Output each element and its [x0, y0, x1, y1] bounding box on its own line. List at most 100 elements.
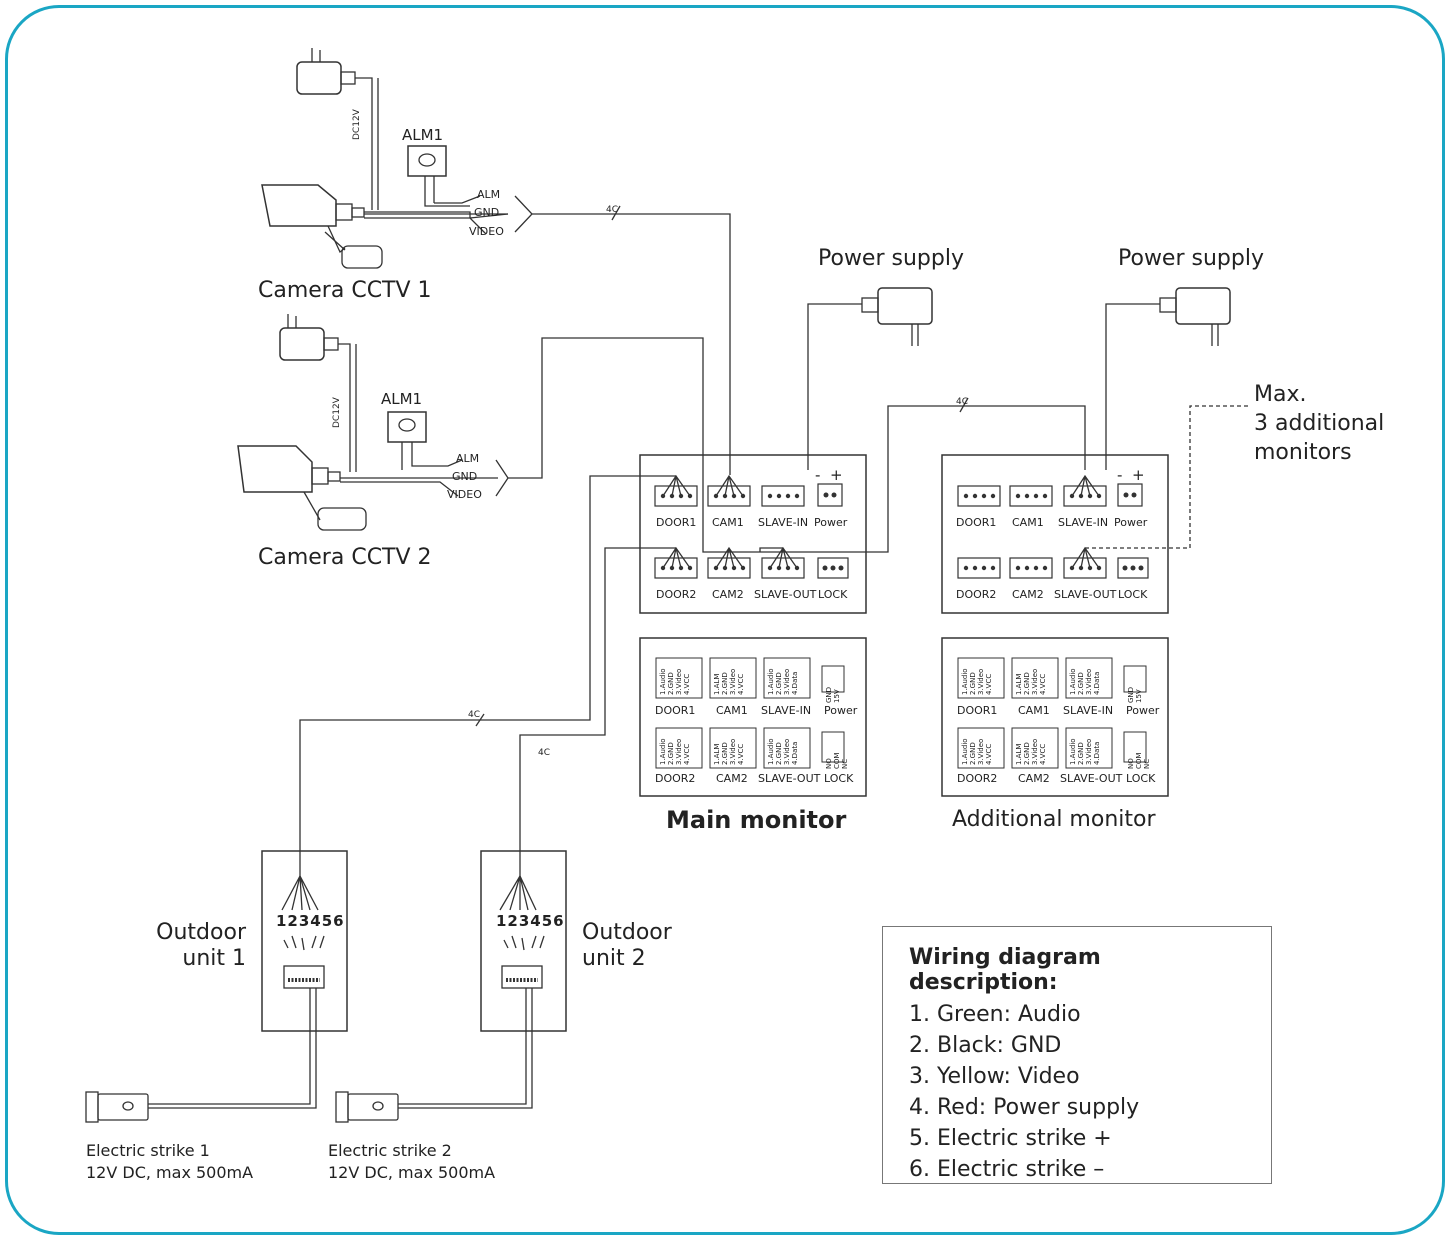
wire-gnd-label: GND: [452, 470, 478, 483]
pinout-pin-text: 1.Audio: [659, 668, 667, 695]
port-label-slave-out: SLAVE-OUT: [1054, 588, 1117, 601]
strike-2-label: Electric strike 2 12V DC, max 500mA: [328, 1140, 495, 1184]
cable-label: 4C: [468, 710, 481, 720]
main-monitor-pinout: [639, 637, 867, 797]
pinout-label: SLAVE-OUT: [758, 772, 821, 785]
pinout-pin-text: 1.Audio: [1069, 738, 1077, 765]
pinout-pin-text: 1.Audio: [961, 668, 969, 695]
pinout-label: Power: [1126, 704, 1160, 717]
cable-label: 4C: [538, 748, 551, 758]
port-label-lock: LOCK: [1118, 588, 1148, 601]
pinout-label: Power: [824, 704, 858, 717]
pinout-pin-text: 3.Video: [977, 738, 985, 765]
pinout-pin-text: 2.GND: [775, 742, 783, 765]
wiring-legend: Wiring diagram description: 1. Green: Au…: [882, 926, 1272, 1184]
wire-alm-label: ALM: [477, 188, 501, 201]
cam2-dc-label: DC12V: [332, 397, 342, 428]
port-label-door2: DOOR2: [956, 588, 997, 601]
pinout-pin-text: 2.GND: [721, 672, 729, 695]
wire-alm-label: ALM: [456, 452, 480, 465]
outdoor-label-line: Outdoor: [582, 920, 672, 945]
pinout-pin-text: 4.VCC: [683, 743, 691, 765]
alarm-2-label: ALM1: [381, 390, 423, 408]
pinout-pin-text: 4.VCC: [683, 673, 691, 695]
outdoor-unit-2-body: [480, 850, 567, 1032]
pinout-pin-text: 3.Video: [675, 738, 683, 765]
outdoor-unit-1-body: [261, 850, 348, 1032]
pinout-pin-text: 3.Video: [729, 738, 737, 765]
outdoor-label-line: unit 2: [582, 946, 646, 971]
pinout-pin-text: 3.Video: [729, 668, 737, 695]
pinout-label: SLAVE-OUT: [1060, 772, 1123, 785]
strike-spec: 12V DC, max 500mA: [328, 1163, 496, 1182]
pinout-pin-text: 4.Data: [791, 741, 799, 765]
power-adapter-additional-icon: [1105, 287, 1231, 470]
pinout-pin-text: 4.VCC: [1039, 743, 1047, 765]
pinout-pin-text: 2.GND: [1023, 672, 1031, 695]
camera-1-label: Camera CCTV 1: [258, 278, 432, 303]
pinout-pin-text: 15V: [833, 689, 841, 703]
port-label-cam2: CAM2: [712, 588, 744, 601]
cam1-dc-label: DC12V: [352, 109, 362, 140]
polarity-minus: -: [815, 466, 821, 484]
port-label-cam1: CAM1: [1012, 516, 1044, 529]
pinout-label: SLAVE-IN: [761, 704, 812, 717]
legend-item: 5. Electric strike +: [909, 1126, 1112, 1151]
legend-item: 4. Red: Power supply: [909, 1095, 1140, 1120]
port-label-slave-in: SLAVE-IN: [1058, 516, 1109, 529]
pinout-pin-text: 1.ALM: [713, 673, 721, 695]
pinout-pin-text: COM: [1135, 752, 1143, 769]
pinout-pin-text: 2.GND: [1077, 742, 1085, 765]
pinout-label: CAM1: [1018, 704, 1050, 717]
pinout-label: LOCK: [1126, 772, 1156, 785]
power-supply-additional-label: Power supply: [1118, 246, 1264, 271]
pinout-pin-text: 4.VCC: [985, 743, 993, 765]
main-monitor-back: [639, 454, 867, 614]
pinout-pin-text: COM: [833, 752, 841, 769]
pinout-pin-text: NO: [1127, 758, 1135, 769]
additional-monitor-back: [941, 454, 1169, 614]
pinout-pin-text: 3.Video: [783, 668, 791, 695]
pinout-pin-text: 1.Audio: [659, 738, 667, 765]
pinout-pin-text: 1.Audio: [961, 738, 969, 765]
wire-video-label: VIDEO: [447, 488, 482, 501]
pinout-pin-text: 3.Video: [1085, 668, 1093, 695]
port-label-cam2: CAM2: [1012, 588, 1044, 601]
pinout-pin-text: 1.Audio: [767, 668, 775, 695]
pinout-pin-text: 1.Audio: [767, 738, 775, 765]
strike-spec: 12V DC, max 500mA: [86, 1163, 254, 1182]
pinout-pin-text: 4.VCC: [737, 673, 745, 695]
max-note-line: Max.: [1254, 382, 1307, 407]
pinout-label: CAM2: [716, 772, 748, 785]
pinout-label: DOOR2: [957, 772, 998, 785]
port-label-door1: DOOR1: [956, 516, 997, 529]
pinout-pin-text: 3.Video: [675, 668, 683, 695]
pinout-pin-text: 3.Video: [1031, 668, 1039, 695]
pinout-pin-text: 3.Video: [1085, 738, 1093, 765]
cable-label: 4C: [606, 205, 619, 215]
adapter-2-icon: [279, 314, 357, 472]
additional-monitor-pinout: [941, 637, 1169, 797]
pinout-pin-text: GND: [825, 686, 833, 703]
pinout-pin-text: 3.Video: [783, 738, 791, 765]
outdoor-1-pins: 123456: [276, 912, 345, 930]
power-supply-main-label: Power supply: [818, 246, 964, 271]
port-label-door1: DOOR1: [656, 516, 697, 529]
pinout-pin-text: 15V: [1135, 689, 1143, 703]
legend-item: 1. Green: Audio: [909, 1002, 1081, 1027]
port-label-slave-out: SLAVE-OUT: [754, 588, 817, 601]
strike-name: Electric strike 1: [86, 1141, 210, 1160]
camera-1-icon: [261, 184, 383, 269]
additional-monitor-title: Additional monitor: [952, 807, 1156, 832]
wire-gnd-label: GND: [474, 206, 500, 219]
strike-2-icon: [335, 1091, 399, 1123]
strike-1-icon: [85, 1091, 149, 1123]
pinout-pin-text: 2.GND: [969, 742, 977, 765]
pinout-pin-text: 1.ALM: [713, 743, 721, 765]
pinout-label: CAM1: [716, 704, 748, 717]
wire-video-label: VIDEO: [469, 225, 504, 238]
legend-item: 2. Black: GND: [909, 1033, 1062, 1058]
polarity-plus: +: [830, 466, 843, 484]
pinout-pin-text: 2.GND: [721, 742, 729, 765]
main-monitor-title: Main monitor: [666, 806, 847, 834]
